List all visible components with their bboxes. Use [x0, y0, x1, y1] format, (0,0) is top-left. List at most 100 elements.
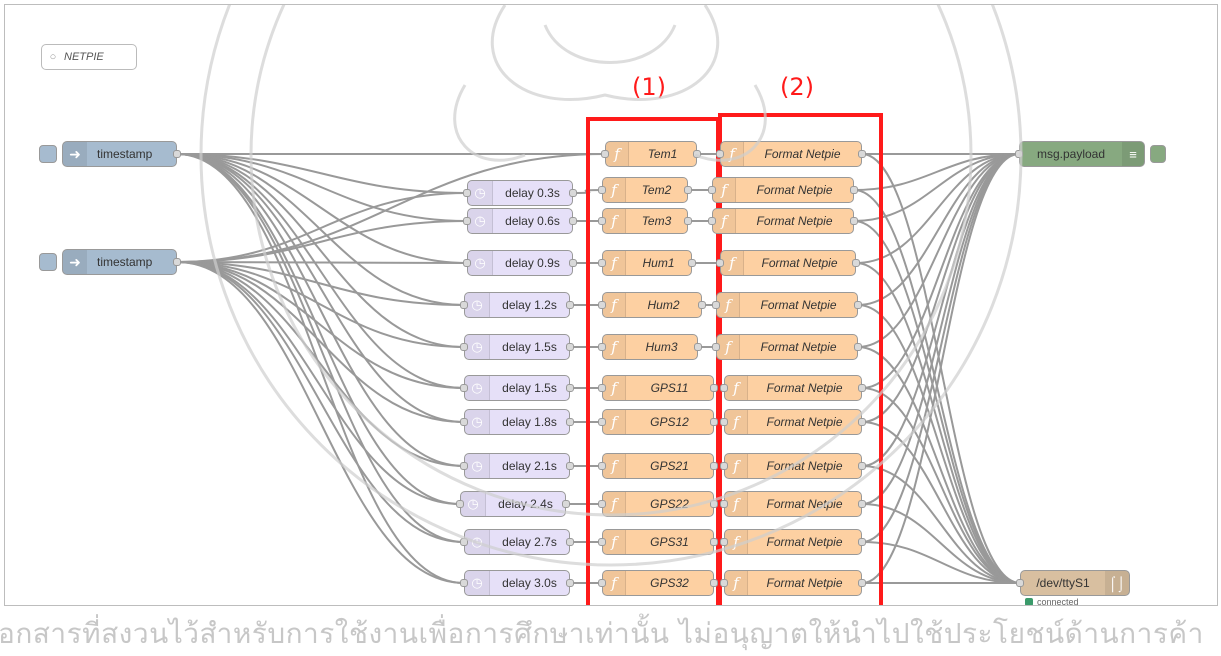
output-port[interactable] — [566, 462, 574, 470]
delay-node[interactable]: ◷ delay 0.9s — [463, 250, 577, 276]
delay-node[interactable]: ◷ delay 0.3s — [463, 180, 577, 206]
output-port[interactable] — [710, 500, 718, 508]
output-port[interactable] — [562, 500, 570, 508]
output-port[interactable] — [566, 384, 574, 392]
function-node[interactable]: f Tem1 — [601, 141, 701, 167]
function-node[interactable]: f Hum2 — [598, 292, 706, 318]
output-port[interactable] — [710, 579, 718, 587]
format-netpie-node[interactable]: f Format Netpie — [708, 177, 858, 203]
output-port[interactable] — [858, 150, 866, 158]
input-port[interactable] — [460, 343, 468, 351]
output-port[interactable] — [173, 150, 181, 158]
delay-node[interactable]: ◷ delay 1.2s — [460, 292, 574, 318]
output-port[interactable] — [710, 418, 718, 426]
format-netpie-node[interactable]: f Format Netpie — [708, 208, 858, 234]
input-port[interactable] — [598, 500, 606, 508]
input-port[interactable] — [1016, 579, 1024, 587]
input-port[interactable] — [460, 301, 468, 309]
input-port[interactable] — [598, 579, 606, 587]
inject-node[interactable]: ➜ timestamp — [62, 141, 181, 167]
inject-trigger-button[interactable] — [39, 145, 57, 163]
output-port[interactable] — [569, 259, 577, 267]
output-port[interactable] — [569, 217, 577, 225]
output-port[interactable] — [566, 343, 574, 351]
function-node[interactable]: f GPS11 — [598, 375, 718, 401]
input-port[interactable] — [598, 538, 606, 546]
input-port[interactable] — [463, 189, 471, 197]
output-port[interactable] — [858, 418, 866, 426]
output-port[interactable] — [569, 189, 577, 197]
output-port[interactable] — [684, 217, 692, 225]
input-port[interactable] — [708, 186, 716, 194]
output-port[interactable] — [566, 418, 574, 426]
format-netpie-node[interactable]: f Format Netpie — [716, 250, 860, 276]
function-node[interactable]: f Hum3 — [598, 334, 702, 360]
input-port[interactable] — [720, 579, 728, 587]
input-port[interactable] — [598, 301, 606, 309]
delay-node[interactable]: ◷ delay 1.8s — [460, 409, 574, 435]
inject-node[interactable]: ➜ timestamp — [62, 249, 181, 275]
format-netpie-node[interactable]: f Format Netpie — [720, 491, 866, 517]
format-netpie-node[interactable]: f Format Netpie — [712, 334, 862, 360]
output-port[interactable] — [854, 301, 862, 309]
input-port[interactable] — [716, 259, 724, 267]
output-port[interactable] — [858, 500, 866, 508]
input-port[interactable] — [598, 343, 606, 351]
input-port[interactable] — [456, 500, 464, 508]
input-port[interactable] — [708, 217, 716, 225]
input-port[interactable] — [598, 217, 606, 225]
delay-node[interactable]: ◷ delay 0.6s — [463, 208, 577, 234]
input-port[interactable] — [712, 301, 720, 309]
input-port[interactable] — [598, 418, 606, 426]
format-netpie-node[interactable]: f Format Netpie — [720, 570, 866, 596]
input-port[interactable] — [720, 500, 728, 508]
function-node[interactable]: f GPS32 — [598, 570, 718, 596]
function-node[interactable]: f Tem2 — [598, 177, 692, 203]
format-netpie-node[interactable]: f Format Netpie — [720, 409, 866, 435]
output-port[interactable] — [698, 301, 706, 309]
format-netpie-node[interactable]: f Format Netpie — [720, 453, 866, 479]
input-port[interactable] — [712, 343, 720, 351]
delay-node[interactable]: ◷ delay 2.4s — [456, 491, 570, 517]
function-node[interactable]: f GPS21 — [598, 453, 718, 479]
output-port[interactable] — [858, 538, 866, 546]
delay-node[interactable]: ◷ delay 2.7s — [460, 529, 574, 555]
output-port[interactable] — [566, 538, 574, 546]
delay-node[interactable]: ◷ delay 2.1s — [460, 453, 574, 479]
input-port[interactable] — [720, 462, 728, 470]
function-node[interactable]: f Hum1 — [598, 250, 696, 276]
input-port[interactable] — [460, 418, 468, 426]
serial-out-node[interactable]: /dev/ttyS1 ⌠⌡ — [1016, 570, 1130, 596]
output-port[interactable] — [693, 150, 701, 158]
input-port[interactable] — [460, 579, 468, 587]
format-netpie-node[interactable]: f Format Netpie — [712, 292, 862, 318]
output-port[interactable] — [710, 538, 718, 546]
input-port[interactable] — [716, 150, 724, 158]
input-port[interactable] — [463, 259, 471, 267]
output-port[interactable] — [858, 462, 866, 470]
debug-toggle-button[interactable] — [1150, 145, 1166, 163]
input-port[interactable] — [598, 462, 606, 470]
delay-node[interactable]: ◷ delay 3.0s — [460, 570, 574, 596]
function-node[interactable]: f GPS22 — [598, 491, 718, 517]
input-port[interactable] — [601, 150, 609, 158]
input-port[interactable] — [720, 384, 728, 392]
format-netpie-node[interactable]: f Format Netpie — [720, 529, 866, 555]
output-port[interactable] — [684, 186, 692, 194]
format-netpie-node[interactable]: f Format Netpie — [720, 375, 866, 401]
delay-node[interactable]: ◷ delay 1.5s — [460, 334, 574, 360]
output-port[interactable] — [694, 343, 702, 351]
output-port[interactable] — [710, 384, 718, 392]
function-node[interactable]: f GPS31 — [598, 529, 718, 555]
output-port[interactable] — [854, 343, 862, 351]
output-port[interactable] — [688, 259, 696, 267]
output-port[interactable] — [710, 462, 718, 470]
input-port[interactable] — [720, 418, 728, 426]
output-port[interactable] — [850, 186, 858, 194]
output-port[interactable] — [858, 579, 866, 587]
input-port[interactable] — [460, 384, 468, 392]
output-port[interactable] — [850, 217, 858, 225]
function-node[interactable]: f Tem3 — [598, 208, 692, 234]
input-port[interactable] — [460, 538, 468, 546]
output-port[interactable] — [173, 258, 181, 266]
